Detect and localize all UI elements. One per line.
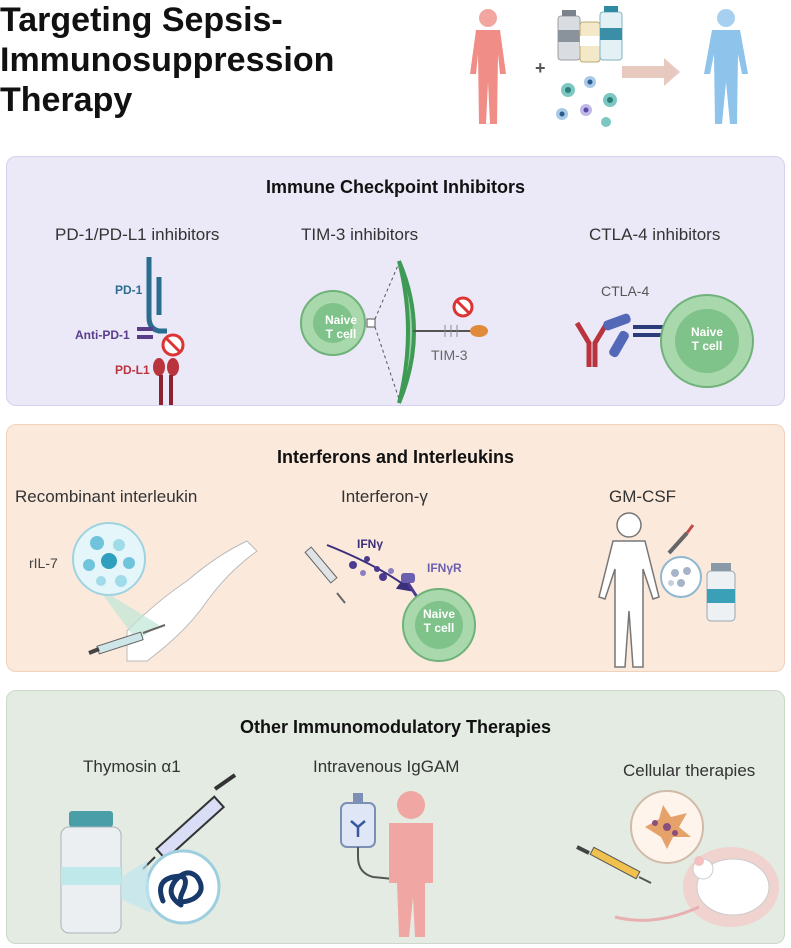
interferons-title: Interferons and Interleukins [276, 447, 515, 467]
pd1-receptor-icon [146, 257, 167, 334]
tim3-no-binding-icon [452, 296, 474, 318]
ctla4-illustration [574, 294, 754, 388]
gmcsf-heading: GM-CSF [609, 487, 677, 506]
anti-pd1-label: Anti-PD-1 [75, 328, 130, 342]
pd1-heading: PD-1/PD-L1 inhibitors [55, 225, 220, 244]
main-title: Targeting Sepsis- Immunosuppression Ther… [0, 0, 380, 120]
thymosin-illustration [60, 773, 237, 934]
pd1-label: PD-1 [115, 283, 143, 297]
tim3-cell-line-2: T cell [325, 327, 357, 341]
ifn-receptor-label: IFNγR [427, 561, 462, 575]
cell-membrane-icon [397, 260, 416, 404]
ifn-syringe-icon [304, 546, 346, 604]
plus-sign: + [535, 58, 546, 78]
anti-ctla4-antibody-icon [603, 313, 667, 358]
anti-pd1-antibody-icon [137, 327, 153, 339]
cellular-illustration [576, 790, 779, 927]
pd1-pdl1-illustration [137, 257, 185, 405]
ifn-gamma-label: IFNγ [357, 537, 384, 551]
pdl1-label: PD-L1 [115, 363, 150, 377]
ifn-receptor-icon [401, 573, 419, 598]
immune-cells-icon [556, 76, 617, 127]
interferons-panel: Interferons and Interleukins Recombinant… [6, 424, 785, 672]
ifn-gamma-molecules-icon [349, 556, 394, 581]
cellular-heading: Cellular therapies [623, 761, 756, 780]
peptide-chain-icon [158, 870, 204, 908]
no-binding-icon [161, 333, 185, 357]
tim3-receptor-icon [413, 325, 488, 337]
mouse-icon [614, 856, 770, 922]
thymosin-syringe-icon [142, 773, 237, 870]
cells-magnifier-icon [660, 556, 702, 598]
il-heading: Recombinant interleukin [15, 487, 198, 506]
title-line-1: Targeting Sepsis- [0, 1, 283, 39]
other-panel: Other Immunomodulatory Therapies Thymosi… [6, 690, 785, 944]
ifn-heading: Interferon-γ [341, 487, 428, 506]
iggam-illustration [340, 791, 433, 937]
thymosin-vial-icon [60, 811, 122, 934]
gmcsf-vial-icon [706, 563, 736, 622]
vials-icon [557, 6, 623, 63]
healthy-person-icon [704, 9, 748, 124]
header-illustration: + [470, 6, 748, 127]
ctla4-cell-line-2: T cell [691, 339, 723, 353]
ctla4-label: CTLA-4 [601, 283, 650, 299]
gmcsf-illustration [598, 512, 736, 668]
ifn-cell-line-2: T cell [423, 621, 455, 635]
patient-icon [389, 791, 433, 937]
il7-illustration [72, 522, 258, 662]
syringe-icon [88, 624, 166, 655]
tim3-label: TIM-3 [431, 347, 468, 363]
body-outline-icon [598, 512, 660, 668]
checkpoint-panel: Immune Checkpoint Inhibitors PD-1/PD-L1 … [6, 156, 785, 406]
ctla4-cell-line-1: Naive [690, 325, 724, 339]
title-line-2: Immunosuppression [0, 41, 335, 79]
ctla4-ligand-icon [574, 321, 610, 367]
cell-syringe-icon [576, 845, 652, 884]
tim3-cell-line-1: Naive [324, 313, 358, 327]
iggam-heading: Intravenous IgGAM [313, 757, 460, 776]
arm-icon [126, 540, 258, 662]
ctla4-heading: CTLA-4 inhibitors [589, 225, 721, 244]
checkpoint-title: Immune Checkpoint Inhibitors [265, 177, 525, 197]
thymosin-heading: Thymosin α1 [83, 757, 181, 776]
pdl1-ligand-icon [153, 358, 179, 405]
title-line-3: Therapy [0, 81, 133, 119]
tim3-heading: TIM-3 inhibitors [301, 225, 419, 244]
arrow-icon [622, 58, 680, 86]
iv-bag-icon [340, 793, 394, 880]
other-title: Other Immunomodulatory Therapies [239, 717, 552, 737]
il7-label: rIL-7 [29, 555, 58, 571]
sick-person-icon [470, 9, 506, 124]
ifn-cell-line-1: Naive [422, 607, 456, 621]
tim3-illustration [300, 260, 488, 404]
ifn-illustration [304, 544, 476, 662]
